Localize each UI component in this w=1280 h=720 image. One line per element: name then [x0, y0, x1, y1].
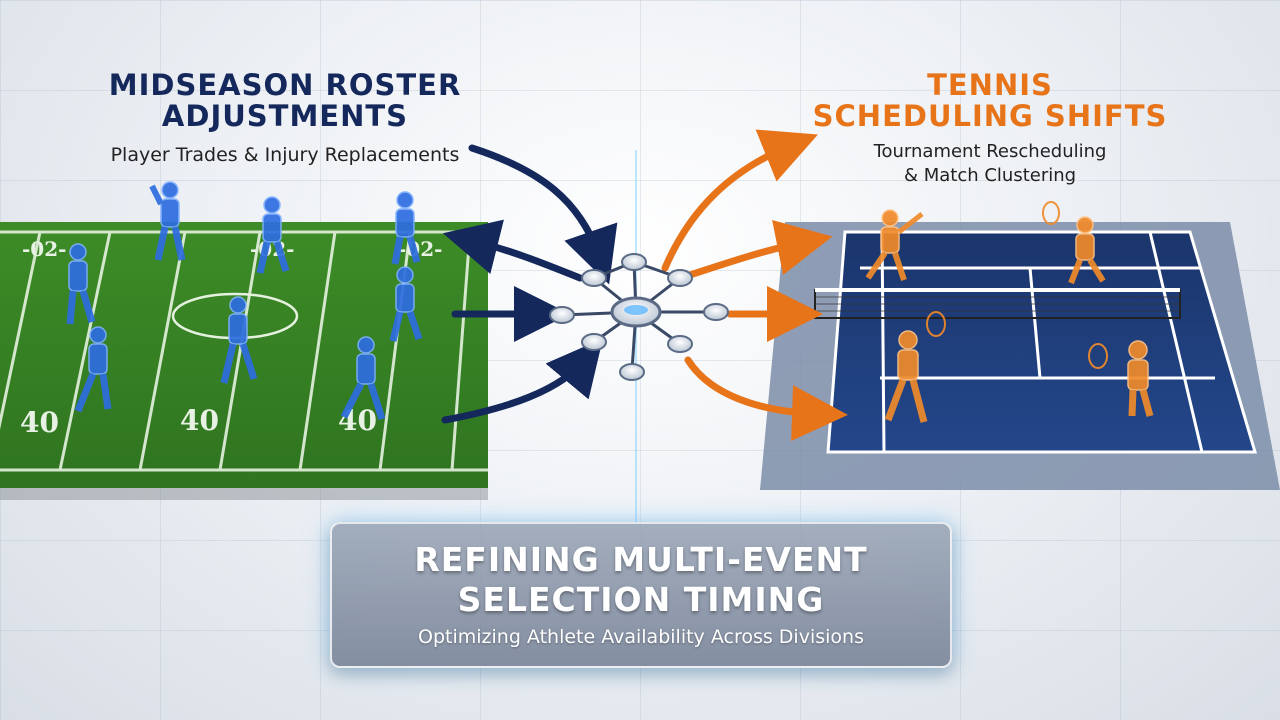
tennis-subtitle: Tournament Rescheduling & Match Clusteri… — [780, 140, 1200, 188]
hub-node — [620, 364, 644, 380]
tennis-subtitle-line2: & Match Clustering — [780, 164, 1200, 188]
yard-label: 40 — [338, 404, 377, 437]
tennis-subtitle-line1: Tournament Rescheduling — [780, 140, 1200, 164]
yard-label: 40 — [180, 404, 219, 437]
summary-panel: REFINING MULTI-EVENT SELECTION TIMING Op… — [330, 522, 952, 668]
tennis-title-line2: SCHEDULING SHIFTS — [780, 101, 1200, 132]
yard-label: 40 — [20, 406, 59, 439]
hub-node — [668, 336, 692, 352]
panel-title-line2: SELECTION TIMING — [332, 580, 950, 620]
panel-title-line1: REFINING MULTI-EVENT — [332, 540, 950, 580]
hub-node — [582, 334, 606, 350]
hub-node — [582, 270, 606, 286]
yard-label: -02- — [398, 237, 442, 261]
tennis-heading: TENNIS SCHEDULING SHIFTS Tournament Resc… — [780, 70, 1200, 188]
tennis-court — [760, 222, 1280, 490]
yard-label: -02- — [22, 237, 66, 261]
hub-node — [622, 254, 646, 270]
roster-title-line1: MIDSEASON ROSTER — [70, 70, 500, 101]
roster-title-line2: ADJUSTMENTS — [70, 101, 500, 132]
roster-heading: MIDSEASON ROSTER ADJUSTMENTS Player Trad… — [70, 70, 500, 171]
panel-subtitle: Optimizing Athlete Availability Across D… — [332, 626, 950, 648]
panel-title: REFINING MULTI-EVENT SELECTION TIMING — [332, 540, 950, 620]
hub-node — [550, 307, 574, 323]
hub-node — [704, 304, 728, 320]
roster-subtitle: Player Trades & Injury Replacements — [70, 140, 500, 171]
hub-node — [668, 270, 692, 286]
tennis-title-line1: TENNIS — [780, 70, 1200, 101]
